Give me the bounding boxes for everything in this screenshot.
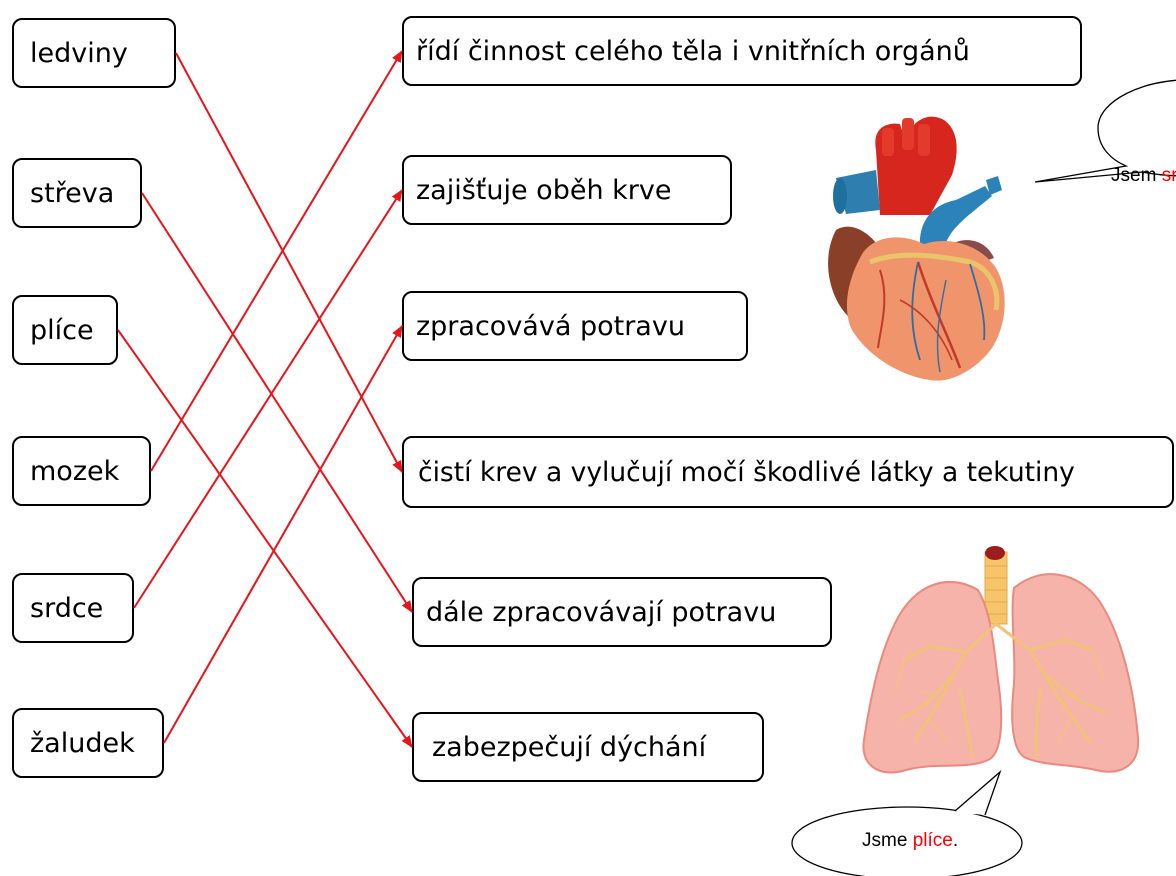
- lungs-speech-bubble: [792, 772, 1022, 876]
- heart-illustration: [828, 117, 1005, 381]
- lungs-bubble-text: Jsme plíce.: [862, 830, 958, 852]
- heart-bubble-text: Jsem srd: [1111, 165, 1176, 187]
- heart-bubble-highlight: srd: [1162, 165, 1176, 186]
- lungs-illustration: [863, 546, 1138, 772]
- lungs-bubble-highlight: plíce: [913, 830, 953, 851]
